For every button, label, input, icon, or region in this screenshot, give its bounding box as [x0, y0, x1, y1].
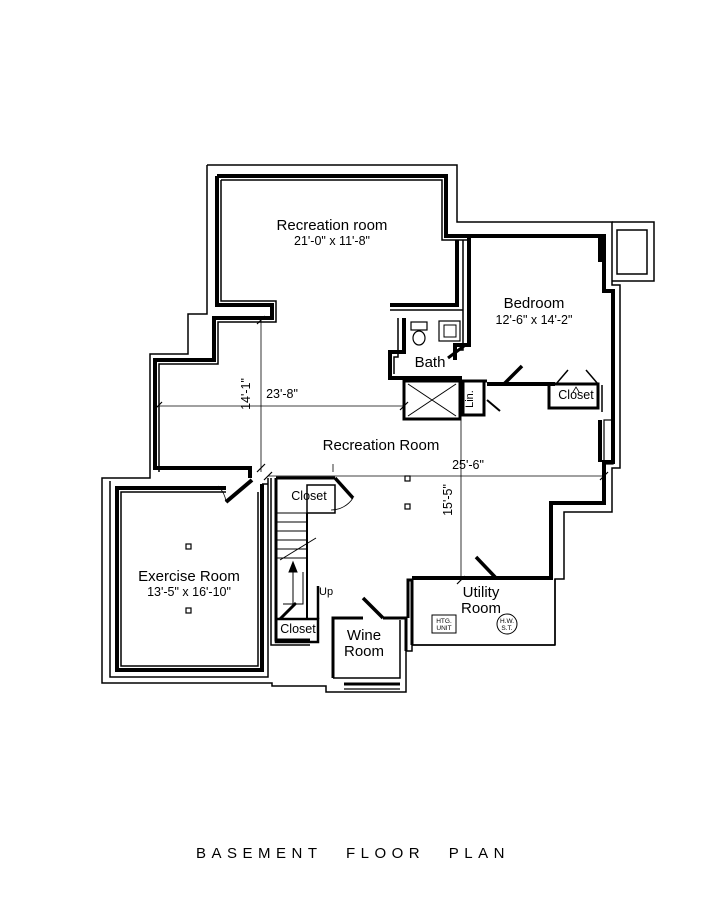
bedroom-size: 12'-6" x 14'-2" [496, 313, 573, 327]
recreation-main-name: Recreation Room [323, 437, 440, 454]
page-title: BASEMENT FLOOR PLAN [196, 845, 510, 862]
wine-room-line2: Room [344, 643, 384, 660]
heating-unit-line2: UNIT [436, 625, 451, 632]
utility-room-line2: Room [461, 600, 501, 617]
recreation-upper-size: 21'-0" x 11'-8" [294, 234, 370, 248]
stair-up-label: Up [319, 586, 333, 598]
exterior-walls [101, 164, 655, 693]
stair-area [270, 476, 355, 646]
shower-and-linen [402, 379, 501, 421]
bedroom-closet-name: Closet [558, 388, 594, 402]
dimension-lines [153, 315, 609, 585]
exercise-size: 13'-5" x 16'-10" [147, 585, 231, 599]
wine-room-line1: Wine [347, 627, 381, 644]
dimension-vertical-right: 15'-5" [441, 484, 455, 516]
heating-unit-line1: HTG. [436, 618, 452, 625]
wine-utility-walls [331, 555, 556, 679]
bedroom-name: Bedroom [504, 295, 565, 312]
stair-closet-name: Closet [291, 489, 327, 503]
water-heater-line2: S.T. [501, 625, 512, 632]
bath-walls [388, 240, 465, 380]
exercise-name: Exercise Room [138, 568, 240, 585]
dimension-horizontal-upper: 23'-8" [266, 387, 298, 401]
exercise-room-walls [109, 478, 269, 678]
lower-closet-name: Closet [280, 622, 316, 636]
recreation-upper-name: Recreation room [277, 217, 388, 234]
linen-name: Lin. [464, 390, 476, 408]
bath-name: Bath [415, 354, 446, 371]
dimension-horizontal-lower: 25'-6" [452, 458, 484, 472]
dimension-vertical-left: 14'-1" [239, 378, 253, 410]
utility-room-line1: Utility [463, 584, 500, 601]
support-columns [185, 475, 411, 614]
water-heater-line1: H.W. [500, 618, 514, 625]
bedroom-walls [453, 235, 614, 465]
